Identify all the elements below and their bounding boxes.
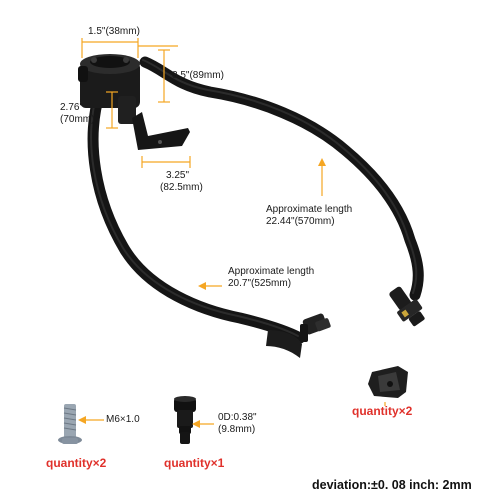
tolerance-note: deviation:±0. 08 inch: 2mm	[312, 478, 472, 492]
side-dimension-label: 2.76" (70mm)	[60, 102, 95, 125]
long-hose-fitting	[389, 286, 425, 327]
bolt	[58, 404, 82, 444]
mounting-bracket	[132, 112, 190, 150]
short-hose-length-label: Approximate length 20.7"(525mm)	[228, 266, 315, 289]
bracket-dimension-label: 3.25" (82.5mm)	[160, 170, 203, 193]
bolt-quantity: quantity×2	[46, 456, 107, 470]
fitting-quantity: quantity×1	[164, 456, 225, 470]
barbed-fitting	[174, 396, 196, 444]
short-hose-elbow	[266, 313, 331, 358]
height-dimension-label: 3.5"(89mm)	[172, 70, 224, 81]
fitting-diameter-label: 0D:0.38" (9.8mm)	[218, 412, 257, 435]
spring-clip	[368, 366, 408, 398]
long-hose-length-label: Approximate length 22.44"(570mm)	[266, 204, 353, 227]
width-dimension-label: 1.5"(38mm)	[88, 26, 140, 37]
clip-quantity: quantity×2	[352, 404, 413, 418]
catch-can	[78, 54, 140, 124]
bolt-size-label: M6×1.0	[106, 414, 140, 425]
dimension-arrowheads	[78, 158, 326, 428]
